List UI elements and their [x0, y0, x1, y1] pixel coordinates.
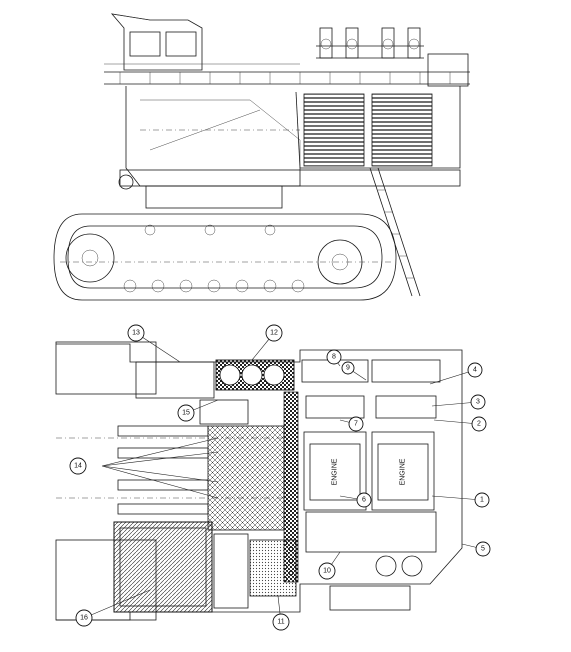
engine-label-right: ENGINE — [400, 458, 407, 485]
callout-11: 11 — [272, 613, 290, 631]
svg-text:4: 4 — [473, 367, 477, 374]
engine-label-left: ENGINE — [332, 458, 339, 485]
callout-7: 7 — [348, 416, 364, 432]
svg-text:2: 2 — [477, 421, 481, 428]
callout-2: 2 — [471, 416, 487, 432]
radiator-grille-right — [371, 93, 433, 167]
svg-text:1: 1 — [480, 497, 484, 504]
svg-text:3: 3 — [476, 399, 480, 406]
svg-text:5: 5 — [481, 546, 485, 553]
svg-text:11: 11 — [277, 619, 284, 626]
component-16-cabinet — [113, 521, 213, 613]
callout-14: 14 — [69, 457, 87, 475]
svg-text:16: 16 — [80, 615, 88, 622]
callout-4: 4 — [467, 362, 483, 378]
svg-text:12: 12 — [270, 330, 278, 337]
callout-12: 12 — [265, 324, 283, 342]
svg-text:14: 14 — [74, 463, 82, 470]
engine-bay-right: ENGINE — [371, 359, 441, 511]
side-elevation-view — [53, 13, 470, 301]
cooler-fans — [219, 364, 285, 386]
svg-text:10: 10 — [323, 568, 331, 575]
svg-text:13: 13 — [132, 330, 140, 337]
intake-stacks — [316, 27, 424, 59]
svg-text:6: 6 — [362, 497, 366, 504]
callout-5: 5 — [475, 541, 491, 557]
component-11 — [249, 539, 297, 597]
pump-bank-14 — [117, 425, 285, 531]
lower-deck — [118, 169, 461, 209]
callout-6: 6 — [356, 492, 372, 508]
callout-3: 3 — [470, 394, 486, 410]
callout-1: 1 — [474, 492, 490, 508]
callout-15: 15 — [177, 404, 195, 422]
operator-cab — [110, 13, 203, 71]
svg-text:8: 8 — [332, 354, 336, 361]
component-15 — [199, 399, 249, 425]
svg-text:7: 7 — [354, 421, 358, 428]
upper-walkway-railing — [104, 53, 470, 87]
component-10-floor — [305, 511, 437, 553]
svg-text:9: 9 — [346, 365, 350, 372]
engine-bay-left: ENGINE — [301, 359, 369, 511]
callout-9: 9 — [341, 361, 355, 375]
callout-8: 8 — [326, 349, 342, 365]
plan-view: ENGINE ENGINE — [55, 324, 491, 631]
callout-13: 13 — [127, 324, 145, 342]
component-13-block — [135, 361, 215, 399]
crawler-track — [53, 213, 397, 301]
callout-16: 16 — [75, 609, 93, 627]
callout-10: 10 — [318, 562, 336, 580]
track-rollers — [123, 224, 305, 293]
svg-text:15: 15 — [182, 410, 190, 417]
radiator-grille-left — [303, 93, 365, 167]
